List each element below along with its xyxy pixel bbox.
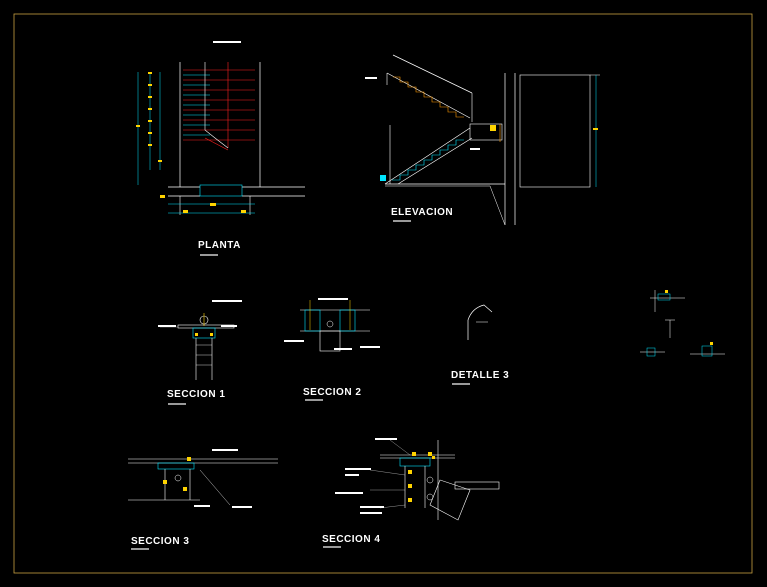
elevacion-drawing	[365, 54, 600, 226]
elevacion-title: ELEVACION	[391, 207, 454, 218]
planta-title: PLANTA	[198, 240, 241, 251]
planta-drawing	[136, 41, 305, 215]
seccion3-drawing	[128, 449, 278, 508]
detalle3-drawing	[467, 304, 493, 340]
detalle3-title: DETALLE 3	[451, 370, 510, 381]
seccion4-title: SECCION 4	[322, 534, 381, 545]
seccion2-drawing	[284, 298, 380, 352]
seccion3-title: SECCION 3	[131, 536, 190, 547]
seccion1-title: SECCION 1	[167, 389, 226, 400]
sheet-frame	[13, 13, 753, 574]
seccion2-title: SECCION 2	[303, 387, 362, 398]
seccion4-drawing	[335, 438, 500, 521]
small-details	[640, 290, 725, 357]
seccion1-drawing	[158, 300, 242, 380]
